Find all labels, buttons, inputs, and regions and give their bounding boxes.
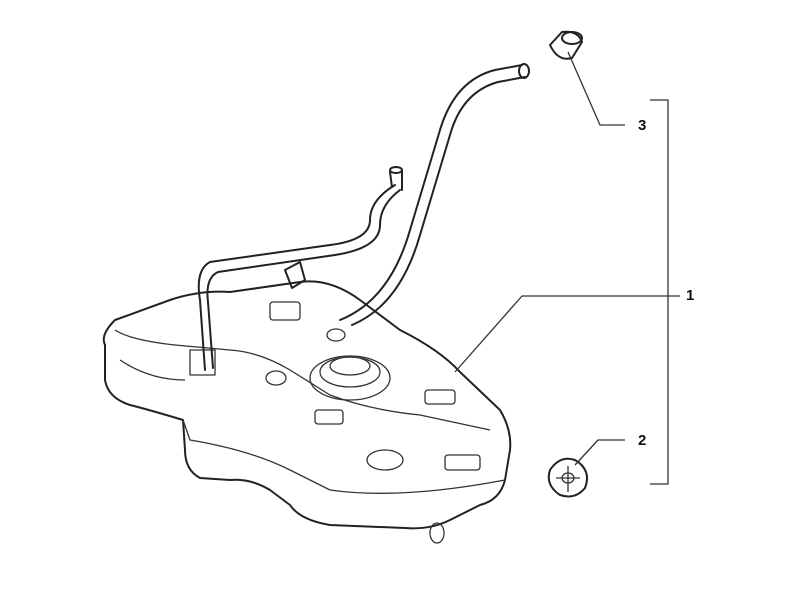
callout-2: 2	[638, 432, 646, 449]
fuel-tank[interactable]	[102, 280, 512, 544]
callout-3: 3	[638, 117, 646, 134]
vent-pipe[interactable]	[197, 166, 403, 371]
leader-lines	[454, 51, 680, 485]
ring-nut[interactable]	[547, 457, 588, 498]
filler-hose[interactable]	[339, 63, 530, 326]
plug[interactable]	[549, 30, 583, 60]
callout-1: 1	[686, 287, 694, 304]
